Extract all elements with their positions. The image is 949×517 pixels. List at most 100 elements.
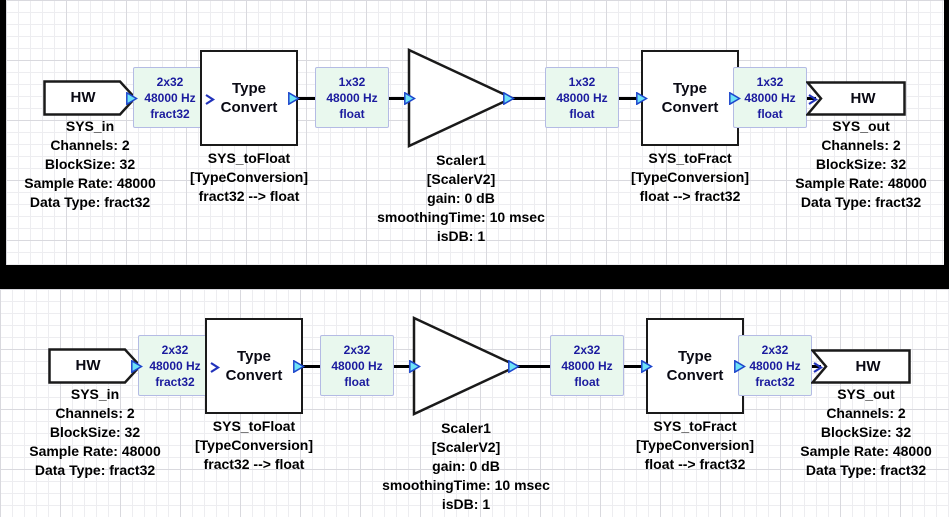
- block-label-line: Convert: [225, 367, 283, 384]
- wire-label-line: 2x32: [761, 343, 789, 357]
- caption-line: [ScalerV2]: [426, 171, 496, 187]
- wire-label-line: float: [757, 107, 783, 121]
- caption-line: [TypeConversion]: [195, 437, 313, 453]
- caption-line: SYS_out: [832, 118, 890, 134]
- output-pin-icon[interactable]: [508, 360, 520, 373]
- hw-output-block-shape[interactable]: [811, 349, 911, 384]
- caption-line: [TypeConversion]: [190, 169, 308, 185]
- wire-label-line: 2x32: [161, 343, 189, 357]
- caption-line: Data Type: fract32: [29, 194, 151, 210]
- wire-label-line: 48000 Hz: [331, 359, 383, 373]
- caption-line: BlockSize: 32: [44, 156, 136, 172]
- input-pin-icon[interactable]: [641, 360, 653, 373]
- type-convert-block-2[interactable]: Type Convert: [641, 50, 739, 146]
- wire-type-label-1[interactable]: 2x32 48000 Hz fract32: [138, 335, 212, 396]
- caption-line: float --> fract32: [639, 188, 741, 204]
- wire-label-line: 48000 Hz: [144, 91, 196, 105]
- wire-type-label-1[interactable]: 2x32 48000 Hz fract32: [133, 67, 207, 128]
- wire-type-label-3[interactable]: 2x32 48000 Hz float: [550, 335, 624, 396]
- caption-line: SYS_toFloat: [207, 150, 291, 166]
- caption-line: Channels: 2: [55, 405, 135, 421]
- caption-line: Scaler1: [441, 420, 491, 436]
- wire-label-line: float: [574, 375, 600, 389]
- input-pin-icon[interactable]: [209, 361, 221, 374]
- block-label-line: Type: [237, 348, 271, 365]
- caption-line: fract32 --> float: [198, 188, 300, 204]
- type-convert-block-2[interactable]: Type Convert: [646, 318, 744, 414]
- caption-line: smoothingTime: 10 msec: [377, 209, 545, 225]
- scaler-block-shape[interactable]: [412, 316, 520, 416]
- wire-label-line: fract32: [155, 375, 195, 389]
- caption-line: [TypeConversion]: [636, 437, 754, 453]
- block-label-line: Convert: [220, 99, 278, 116]
- hw-output-caption: SYS_out Channels: 2 BlockSize: 32 Sample…: [771, 385, 949, 480]
- wire-label-line: float: [569, 107, 595, 121]
- caption-line: SYS_out: [837, 386, 895, 402]
- input-pin-icon[interactable]: [812, 361, 824, 374]
- caption-line: Data Type: fract32: [800, 194, 922, 210]
- hw-input-label[interactable]: HW: [75, 357, 101, 374]
- scaler-caption: Scaler1 [ScalerV2] gain: 0 dB smoothingT…: [360, 419, 572, 514]
- type-convert-1-caption: SYS_toFloat [TypeConversion] fract32 -->…: [159, 149, 339, 206]
- caption-line: SYS_toFract: [653, 418, 737, 434]
- output-pin-icon[interactable]: [729, 92, 741, 105]
- scaler-block-shape[interactable]: [407, 48, 515, 148]
- caption-line: isDB: 1: [436, 228, 486, 244]
- caption-line: SYS_toFloat: [212, 418, 296, 434]
- output-pin-icon[interactable]: [503, 92, 515, 105]
- caption-line: Sample Rate: 48000: [29, 443, 161, 459]
- canvas-panel-bottom: [0, 289, 949, 517]
- wire-type-label-2[interactable]: 1x32 48000 Hz float: [315, 67, 389, 128]
- caption-line: float --> fract32: [644, 456, 746, 472]
- wire-type-label-2[interactable]: 2x32 48000 Hz float: [320, 335, 394, 396]
- caption-line: Data Type: fract32: [805, 462, 927, 478]
- wire-label-line: 48000 Hz: [556, 91, 608, 105]
- hw-output-block-shape[interactable]: [806, 81, 906, 116]
- wire-type-label-4[interactable]: 2x32 48000 Hz fract32: [738, 335, 812, 396]
- type-convert-1-caption: SYS_toFloat [TypeConversion] fract32 -->…: [164, 417, 344, 474]
- wire-label-line: 48000 Hz: [561, 359, 613, 373]
- hw-input-label[interactable]: HW: [70, 89, 96, 106]
- caption-line: SYS_in: [65, 118, 115, 134]
- caption-line: fract32 --> float: [203, 456, 305, 472]
- wire-label-line: 2x32: [573, 343, 601, 357]
- caption-line: smoothingTime: 10 msec: [382, 477, 550, 493]
- wire-label-line: fract32: [755, 375, 795, 389]
- caption-line: isDB: 1: [441, 496, 491, 512]
- caption-line: SYS_in: [70, 386, 120, 402]
- wire-label-line: fract32: [150, 107, 190, 121]
- output-pin-icon[interactable]: [293, 360, 305, 373]
- type-convert-2-caption: SYS_toFract [TypeConversion] float --> f…: [600, 149, 780, 206]
- wire-type-label-4[interactable]: 1x32 48000 Hz float: [733, 67, 807, 128]
- wire-label-line: 1x32: [568, 75, 596, 89]
- input-pin-icon[interactable]: [409, 360, 421, 373]
- input-pin-icon[interactable]: [807, 93, 819, 106]
- wire-type-label-3[interactable]: 1x32 48000 Hz float: [545, 67, 619, 128]
- hw-input-block-shape[interactable]: [48, 348, 142, 384]
- type-convert-2-caption: SYS_toFract [TypeConversion] float --> f…: [605, 417, 785, 474]
- type-convert-block-1[interactable]: Type Convert: [205, 318, 303, 414]
- hw-output-label[interactable]: HW: [855, 358, 881, 375]
- output-pin-icon[interactable]: [288, 92, 300, 105]
- hw-output-label[interactable]: HW: [850, 90, 876, 107]
- input-pin-icon[interactable]: [636, 92, 648, 105]
- wire-label-line: 48000 Hz: [744, 91, 796, 105]
- wire-label-line: float: [339, 107, 365, 121]
- block-label-line: Convert: [661, 99, 719, 116]
- output-pin-icon[interactable]: [131, 360, 143, 373]
- wire-label-line: float: [344, 375, 370, 389]
- output-pin-icon[interactable]: [126, 92, 138, 105]
- hw-input-block-shape[interactable]: [43, 80, 137, 116]
- input-pin-icon[interactable]: [404, 92, 416, 105]
- caption-line: Scaler1: [436, 152, 486, 168]
- wire-label-line: 2x32: [156, 75, 184, 89]
- block-label-line: Type: [232, 80, 266, 97]
- hw-output-caption: SYS_out Channels: 2 BlockSize: 32 Sample…: [766, 117, 949, 212]
- output-pin-icon[interactable]: [734, 360, 746, 373]
- input-pin-icon[interactable]: [204, 93, 216, 106]
- wire-label-line: 48000 Hz: [749, 359, 801, 373]
- caption-line: Data Type: fract32: [34, 462, 156, 478]
- wire-label-line: 2x32: [343, 343, 371, 357]
- block-label-line: Type: [673, 80, 707, 97]
- caption-line: Sample Rate: 48000: [800, 443, 932, 459]
